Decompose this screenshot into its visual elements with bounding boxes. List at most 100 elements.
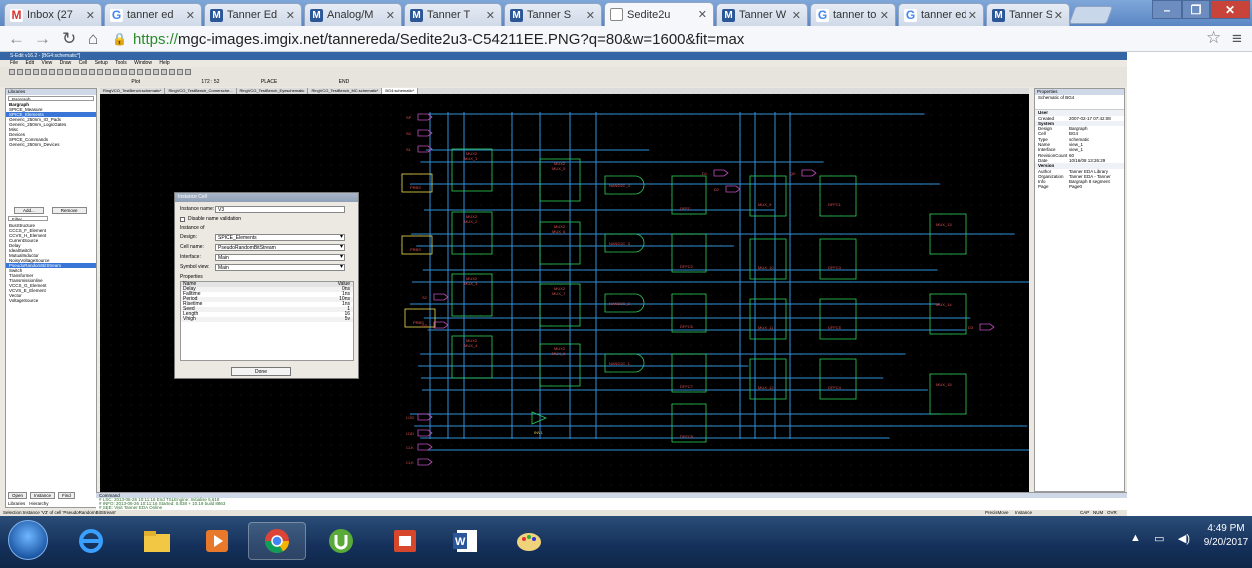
cell-name-select[interactable]: PseudoRandomBitStream	[215, 244, 345, 251]
browser-tab[interactable]: MTanner S✕	[504, 3, 602, 26]
close-icon[interactable]: ✕	[792, 9, 801, 22]
menu-cell[interactable]: Cell	[79, 60, 88, 66]
ie-icon[interactable]	[62, 522, 120, 560]
new-tab-button[interactable]	[1069, 6, 1114, 24]
cell-item[interactable]: VoltageSource	[6, 298, 96, 303]
editor-icon[interactable]	[376, 522, 434, 560]
tab-libraries[interactable]: Libraries	[8, 501, 25, 506]
maximize-button[interactable]: ❐	[1182, 0, 1210, 19]
close-icon[interactable]: ✕	[880, 9, 889, 22]
menu-edit[interactable]: Edit	[25, 60, 34, 66]
port-label: CLK	[406, 445, 414, 450]
arc-icon[interactable]	[153, 69, 159, 75]
browser-tab[interactable]: MAnalog/M✕	[304, 3, 402, 26]
close-icon[interactable]: ✕	[968, 9, 977, 22]
paint-icon[interactable]	[500, 522, 558, 560]
undo-icon[interactable]	[65, 69, 71, 75]
back-icon[interactable]: ←	[8, 29, 25, 49]
utorrent-icon[interactable]	[312, 522, 370, 560]
cell-filter-field[interactable]: Filter	[8, 216, 48, 221]
close-icon[interactable]: ✕	[86, 9, 95, 22]
instance-name-input[interactable]: V3	[215, 206, 345, 213]
browser-tab[interactable]: MTanner W✕	[716, 3, 808, 26]
menu-file[interactable]: File	[10, 60, 18, 66]
box-icon[interactable]	[121, 69, 127, 75]
paste-icon[interactable]	[57, 69, 63, 75]
minimize-button[interactable]: –	[1152, 0, 1182, 19]
interface-select[interactable]: Main	[215, 254, 345, 261]
close-icon[interactable]: ✕	[586, 9, 595, 22]
browser-tab[interactable]: Gtanner to✕	[810, 3, 896, 26]
done-button[interactable]: Done	[231, 367, 291, 376]
probe-icon[interactable]	[177, 69, 183, 75]
remove-library-button[interactable]: Remove	[52, 207, 87, 214]
new-icon[interactable]	[9, 69, 15, 75]
symbol-view-select[interactable]: Main	[215, 264, 345, 271]
add-library-button[interactable]: Add...	[14, 207, 44, 214]
instance-icon[interactable]	[161, 69, 167, 75]
menu-help[interactable]: Help	[159, 60, 169, 66]
browser-tab-active[interactable]: Sedite2u✕	[604, 2, 714, 26]
close-icon[interactable]: ✕	[286, 9, 295, 22]
menu-view[interactable]: View	[41, 60, 52, 66]
cut-icon[interactable]	[41, 69, 47, 75]
network-icon[interactable]: ▭	[1154, 532, 1164, 545]
browser-tab[interactable]: Gtanner ed✕	[898, 3, 984, 26]
reload-icon[interactable]: ↻	[62, 29, 76, 49]
circle-icon[interactable]	[129, 69, 135, 75]
browser-tab[interactable]: MTanner S✕	[986, 3, 1070, 26]
tab-hierarchy[interactable]: Hierarchy	[29, 501, 48, 506]
close-icon[interactable]: ✕	[698, 8, 707, 21]
browser-tab[interactable]: MTanner Ed✕	[204, 3, 302, 26]
text-icon[interactable]	[137, 69, 143, 75]
menu-icon[interactable]: ≡	[1232, 29, 1242, 49]
open-button[interactable]: Open	[8, 492, 27, 499]
line-icon[interactable]	[113, 69, 119, 75]
disable-validation-checkbox[interactable]	[180, 217, 185, 222]
block-name: MUX_11	[758, 325, 774, 330]
zoom-in-icon[interactable]	[81, 69, 87, 75]
menu-setup[interactable]: Setup	[95, 60, 108, 66]
volume-icon[interactable]: ◀)	[1178, 532, 1190, 545]
redo-icon[interactable]	[73, 69, 79, 75]
browser-tab[interactable]: Gtanner ed✕	[104, 3, 202, 26]
close-icon[interactable]: ✕	[486, 9, 495, 22]
explorer-icon[interactable]	[128, 522, 186, 560]
menu-draw[interactable]: Draw	[60, 60, 72, 66]
save-icon[interactable]	[25, 69, 31, 75]
tray-expand-icon[interactable]: ▲	[1130, 532, 1141, 545]
zoom-out-icon[interactable]	[89, 69, 95, 75]
close-window-button[interactable]: ✕	[1210, 0, 1250, 19]
plot-field[interactable]: Plot	[131, 79, 140, 85]
table-row[interactable]: Vhigh5v	[181, 317, 353, 322]
copy-icon[interactable]	[49, 69, 55, 75]
close-icon[interactable]: ✕	[386, 9, 395, 22]
media-player-icon[interactable]	[188, 522, 246, 560]
netlist-icon[interactable]	[185, 69, 191, 75]
menu-window[interactable]: Window	[134, 60, 152, 66]
taskbar-clock[interactable]: 4:49 PM 9/20/2017	[1200, 522, 1252, 550]
open-icon[interactable]	[17, 69, 23, 75]
close-icon[interactable]: ✕	[186, 9, 195, 22]
menu-tools[interactable]: Tools	[115, 60, 127, 66]
port-icon[interactable]	[105, 69, 111, 75]
start-button[interactable]	[8, 520, 48, 560]
home-icon[interactable]: ⌂	[88, 29, 98, 49]
close-icon[interactable]: ✕	[1054, 9, 1063, 22]
browser-tab[interactable]: MInbox (27✕	[4, 3, 102, 26]
browser-tab[interactable]: MTanner T✕	[404, 3, 502, 26]
word-icon[interactable]: W	[436, 522, 494, 560]
design-select[interactable]: SPICE_Elements	[215, 234, 345, 241]
library-search-field[interactable]: Bargraph	[8, 96, 94, 101]
find-button[interactable]: Find	[58, 492, 75, 499]
polygon-icon[interactable]	[145, 69, 151, 75]
property-row[interactable]: PagePage0	[1035, 184, 1124, 189]
instance-button[interactable]: Instance	[30, 492, 55, 499]
wire-icon[interactable]	[97, 69, 103, 75]
url-input[interactable]: 🔒 https://mgc-images.imgix.net/tannereda…	[112, 29, 1192, 49]
print-icon[interactable]	[33, 69, 39, 75]
chrome-icon[interactable]	[248, 522, 306, 560]
forward-icon[interactable]: →	[34, 29, 51, 49]
simulate-icon[interactable]	[169, 69, 175, 75]
bookmark-star-icon[interactable]: ☆	[1206, 28, 1221, 48]
